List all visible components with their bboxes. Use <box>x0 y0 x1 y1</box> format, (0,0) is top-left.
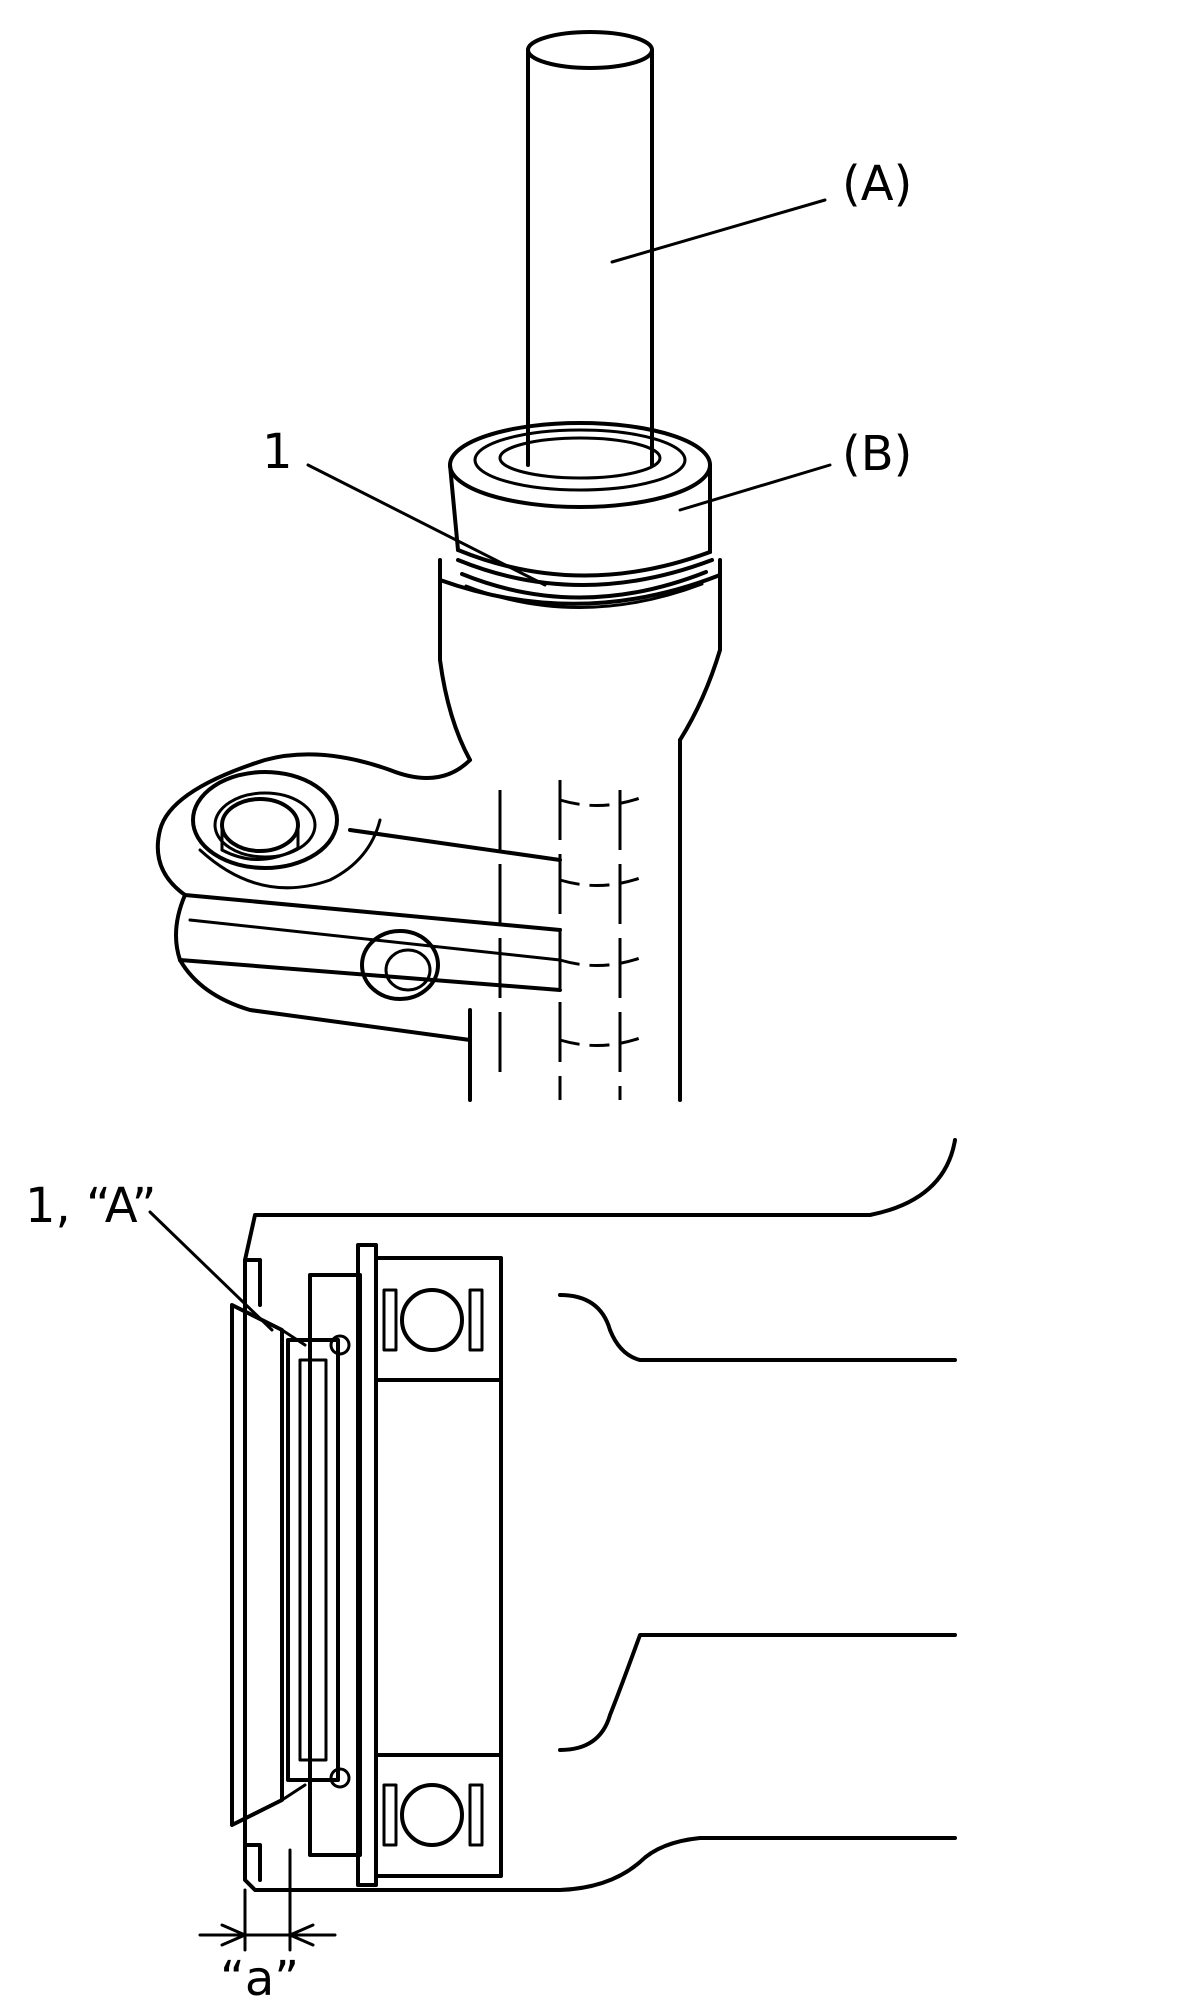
leader-1 <box>306 463 547 587</box>
bearing-ball-top <box>400 1288 464 1352</box>
label-part-1: 1 <box>262 424 293 480</box>
section-view <box>148 1138 957 1952</box>
label-a: (A) <box>842 156 912 212</box>
seal-ring-1 <box>456 558 714 609</box>
label-part-1-a: 1, “A” <box>25 1178 157 1234</box>
shaft-a <box>526 30 654 467</box>
label-dimension-a: “a” <box>220 1951 299 2000</box>
label-b: (B) <box>842 426 912 482</box>
leader-b <box>678 463 832 512</box>
leader-a <box>610 198 827 264</box>
housing <box>438 558 722 1102</box>
leader-1a <box>148 1210 274 1332</box>
top-perspective-view <box>155 30 832 1102</box>
seal-1 <box>230 1303 307 1827</box>
bracket <box>155 752 562 1042</box>
retainer <box>286 1273 362 1857</box>
hidden-lines <box>498 780 641 1100</box>
dimension-a <box>198 1848 337 1952</box>
installer-b <box>448 421 712 578</box>
bearing <box>374 1256 503 1878</box>
section-housing <box>243 1138 957 1892</box>
bearing-ball-bottom <box>400 1783 464 1847</box>
